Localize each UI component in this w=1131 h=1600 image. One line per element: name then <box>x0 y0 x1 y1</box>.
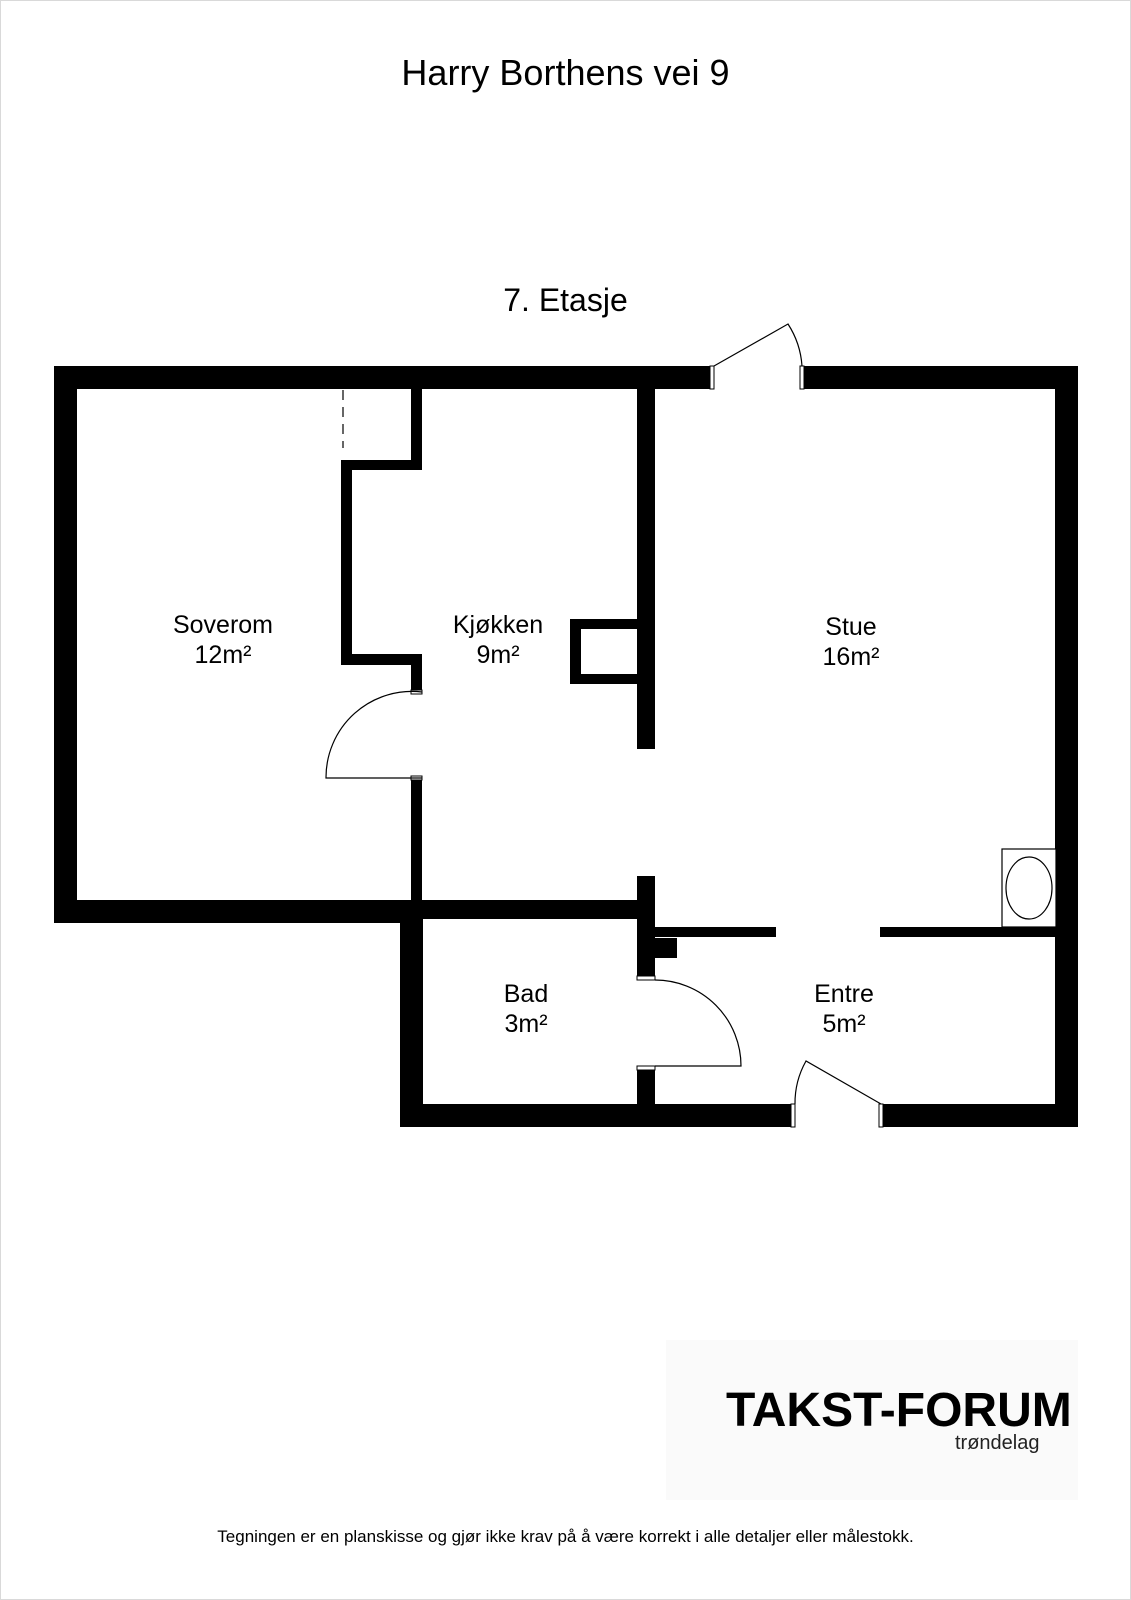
page-title: Harry Borthens vei 9 <box>401 52 730 93</box>
room-stue-name: Stue <box>825 613 877 641</box>
wall-entre-right <box>880 927 1055 937</box>
room-bad-name: Bad <box>503 980 549 1008</box>
wall-niche-bottom-horizontal <box>341 654 422 665</box>
wall-top-left <box>54 366 713 389</box>
wall-bottom-left <box>400 1104 794 1127</box>
logo-name: TAKST-FORUM <box>726 1384 1072 1437</box>
wall-partition-lower <box>411 778 422 908</box>
room-kjokken-area: 9m² <box>476 641 520 669</box>
room-entre-name: Entre <box>814 980 874 1008</box>
room-entre: Entre 5m² <box>774 979 914 1039</box>
wall-right <box>1055 366 1078 1127</box>
chimney-left <box>570 619 581 684</box>
wall-niche-top-vertical <box>411 389 422 469</box>
chimney-bottom <box>570 674 637 684</box>
chimney-top <box>570 619 637 629</box>
room-bad-area: 3m² <box>504 1010 548 1038</box>
floor-label: 7. Etasje <box>503 282 628 318</box>
wall-niche-top-horizontal <box>341 460 422 470</box>
door-bathroom <box>654 979 742 1067</box>
door-top-stue <box>713 323 803 367</box>
room-bad: Bad 3m² <box>476 979 576 1039</box>
door-entre <box>794 1060 882 1105</box>
door-bedroom <box>325 690 423 779</box>
room-entre-area: 5m² <box>822 1010 866 1038</box>
room-soverom: Soverom 12m² <box>153 610 293 670</box>
wall-bathroom-step <box>655 938 677 958</box>
washing-machine-icon <box>1001 848 1057 928</box>
wall-left <box>54 366 77 923</box>
room-kjokken: Kjøkken 9m² <box>428 610 568 670</box>
room-soverom-name: Soverom <box>172 611 274 639</box>
walls <box>54 366 1078 1127</box>
wall-bathroom-left <box>400 900 423 1127</box>
wall-top-right <box>802 366 1078 389</box>
wall-niche-left <box>341 460 352 665</box>
room-stue: Stue 16m² <box>781 612 921 672</box>
room-kjokken-name: Kjøkken <box>452 611 544 639</box>
room-soverom-area: 12m² <box>194 641 252 669</box>
wall-bathroom-right-upper <box>637 876 655 978</box>
door-swings <box>325 323 882 1105</box>
wall-entre-left <box>655 927 776 937</box>
wall-bottom-right <box>882 1104 1078 1127</box>
wall-kitchen-bottom <box>411 900 655 919</box>
wall-niche-bottom-vertical <box>411 654 422 692</box>
logo-panel <box>666 1340 1078 1500</box>
disclaimer: Tegningen er en planskisse og gjør ikke … <box>217 1527 914 1546</box>
room-stue-area: 16m² <box>822 643 880 671</box>
wall-bedroom-bottom <box>54 900 423 923</box>
logo-subtitle: trøndelag <box>955 1432 1040 1454</box>
wall-kitchen-stue <box>637 389 655 749</box>
wall-bathroom-right-lower <box>637 1068 655 1108</box>
